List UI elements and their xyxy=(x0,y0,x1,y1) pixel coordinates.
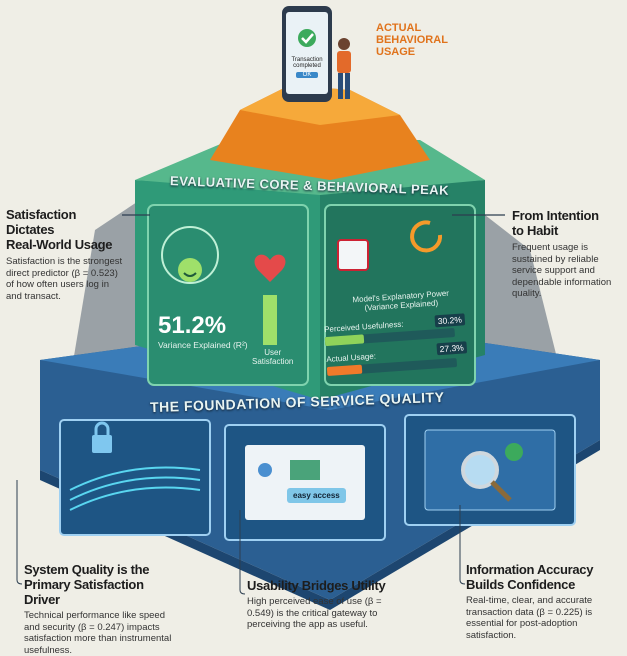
magnifier-icon xyxy=(461,451,499,489)
smiley-icon xyxy=(178,258,202,282)
callout-body: Frequent usage is sustained by reliable … xyxy=(512,242,612,299)
callout-title: Real-World Usage xyxy=(6,237,113,252)
callout-body: High perceived ease of use (β = 0.549) i… xyxy=(247,596,382,630)
refresh-icon xyxy=(410,220,443,253)
callout-body: Real-time, clear, and accurate transacti… xyxy=(466,595,593,641)
data-stream-icon xyxy=(69,466,201,511)
meter-label: User Satisfaction xyxy=(252,348,293,366)
easy-access-button: easy access xyxy=(287,488,346,503)
callout-title: Satisfaction Dictates xyxy=(6,207,77,237)
label-line: ACTUAL xyxy=(376,22,422,34)
callout-title: From Intention xyxy=(512,208,599,223)
phone-ok-button: OK xyxy=(296,72,318,78)
phone-screen-text: Transaction completed OK xyxy=(287,57,327,78)
callout-title: Builds Confidence xyxy=(466,577,576,592)
callout-body: Technical performance like speed and sec… xyxy=(24,610,172,656)
power-bars: Perceived Usefulness: 30.2% Actual Usage… xyxy=(324,313,474,393)
meter-label-line: Satisfaction xyxy=(252,357,294,366)
callout-satisfaction: Satisfaction Dictates Real-World Usage S… xyxy=(6,207,126,302)
calendar-icon xyxy=(337,239,369,271)
callout-title: Usability Bridges Utility xyxy=(247,578,386,593)
lock-icon xyxy=(92,435,112,453)
callout-title: System Quality is the xyxy=(24,562,150,577)
satisfaction-meter xyxy=(263,295,277,345)
variance-label: Variance Explained (R²) xyxy=(158,340,248,350)
bar-value-usefulness: 30.2% xyxy=(434,313,466,328)
callout-title: to Habit xyxy=(512,223,558,238)
label-line: BEHAVIORAL xyxy=(376,34,448,46)
meter-label-line: User xyxy=(264,348,282,357)
rock-right xyxy=(485,215,560,370)
callout-usability: Usability Bridges Utility High perceived… xyxy=(247,578,387,631)
person-icon xyxy=(338,38,350,50)
bar-fill xyxy=(326,364,363,377)
callout-habit: From Intention to Habit Frequent usage i… xyxy=(512,208,624,300)
phone-text-2: completed xyxy=(293,63,321,69)
app-window-icon xyxy=(245,445,365,520)
callout-title: Information Accuracy xyxy=(466,562,594,577)
check-icon xyxy=(298,29,316,47)
brain-icon xyxy=(161,226,219,284)
system-panel xyxy=(59,419,211,536)
label-line: USAGE xyxy=(376,46,416,58)
callout-information: Information Accuracy Builds Confidence R… xyxy=(466,562,626,641)
rock-left xyxy=(70,200,140,380)
verified-icon xyxy=(505,443,523,461)
callout-system: System Quality is the Primary Satisfacti… xyxy=(24,562,174,656)
pyramid-illustration xyxy=(16,6,600,610)
bar-label-usage: Actual Usage: xyxy=(325,351,377,365)
bar-fill xyxy=(324,334,365,347)
heart-icon xyxy=(254,254,286,282)
actual-usage-label: ACTUAL BEHAVIORAL USAGE xyxy=(376,22,448,58)
variance-value: 51.2% xyxy=(158,312,227,339)
callout-body: Satisfaction is the strongest direct pre… xyxy=(6,256,123,302)
bar-value-usage: 27.3% xyxy=(436,341,468,356)
callout-title: Primary Satisfaction Driver xyxy=(24,577,144,607)
phone-text-1: Transaction xyxy=(291,57,323,63)
